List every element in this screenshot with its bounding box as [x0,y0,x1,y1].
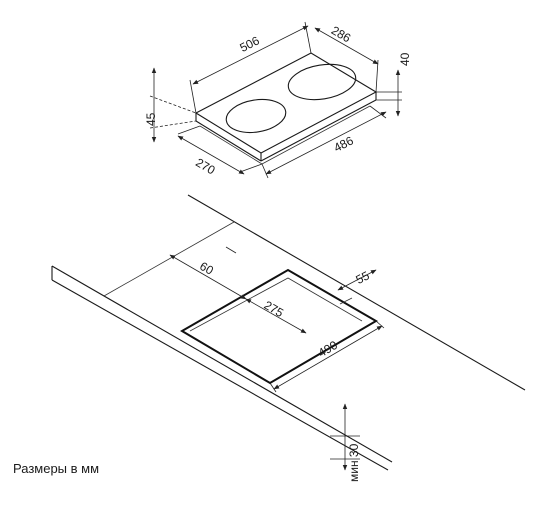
dim-286-label: 286 [329,23,354,45]
dim-55-label: 55 [353,268,372,287]
dim-40-label: 40 [398,52,412,66]
dim-506-label: 506 [237,33,261,55]
cutout-drawing: 60 55 275 490 мин 30 [51,194,526,482]
dim-60-label: 60 [197,259,216,278]
dim-270-label: 270 [193,155,218,177]
burner-front [225,98,287,134]
hob-drawing: 506 286 40 45 486 270 [144,21,412,179]
dim-486-label: 486 [331,133,355,155]
units-caption: Размеры в мм [13,461,100,476]
dim-min30-label: мин 30 [347,443,361,482]
dim-490-label: 490 [316,338,341,360]
dim-275-label: 275 [262,298,287,320]
burner-rear [287,63,357,101]
dim-45-label: 45 [144,112,158,126]
